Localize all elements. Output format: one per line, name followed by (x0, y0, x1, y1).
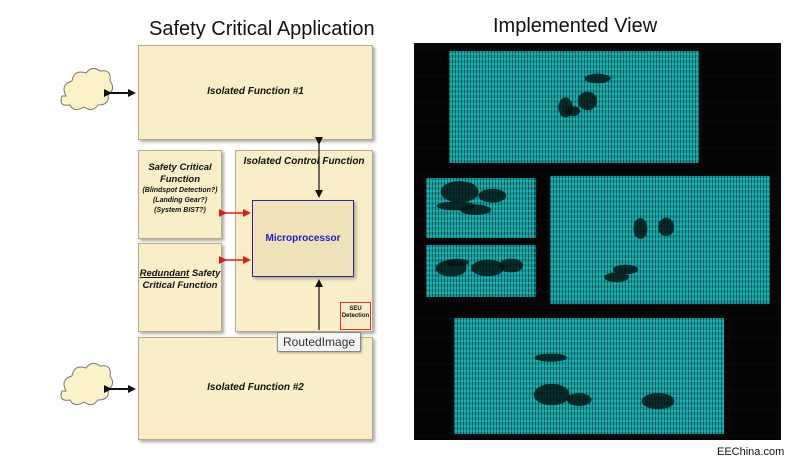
credit-text: EEChina.com (717, 446, 785, 458)
seu-detection-box: SEU Detection (340, 302, 371, 330)
safety-critical-note3: (System BIST?) (154, 207, 206, 214)
routed-image (414, 43, 781, 440)
redundant-line2: Critical Function (142, 280, 218, 291)
seu-line2: Detection (341, 313, 370, 319)
routed-block-1 (449, 51, 699, 163)
routed-block-3 (550, 176, 770, 304)
safety-critical-function-label: Safety Critical Function (Blindspot Dete… (138, 162, 222, 216)
safety-critical-note2: (Landing Gear?) (152, 197, 208, 204)
left-title: Safety Critical Application (149, 18, 375, 40)
isolated-function-2-label: Isolated Function #2 (207, 382, 304, 393)
safety-word: Safety (191, 268, 221, 279)
isolated-control-function-label: Isolated Control Function (243, 156, 365, 167)
routed-block-4 (426, 245, 536, 297)
routed-block-5 (454, 318, 724, 434)
redundant-word: Redundant (139, 268, 190, 279)
cloud-top-shape (60, 67, 114, 111)
safety-critical-title-line1: Safety Critical (148, 162, 212, 173)
isolated-function-2-box (138, 337, 373, 440)
safety-critical-note1: (Blindspot Detection?) (142, 187, 218, 194)
microprocessor-label: Microprocessor (265, 233, 341, 244)
redundant-function-label: Redundant Safety Critical Function (138, 268, 222, 292)
isolated-function-1-label: Isolated Function #1 (207, 86, 304, 97)
safety-critical-title-line2: Function (159, 174, 201, 185)
routed-image-graphic (414, 48, 781, 437)
routed-block-2 (426, 178, 536, 238)
microprocessor-box: Microprocessor (252, 200, 354, 277)
cloud-bottom-shape (60, 362, 114, 406)
routed-image-tooltip: RoutedImage (277, 332, 362, 352)
isolated-function-1-box (138, 45, 373, 140)
safety-critical-function-box (138, 150, 222, 239)
right-title: Implemented View (493, 15, 658, 37)
redundant-function-box (138, 243, 222, 332)
seu-line1: SEU (349, 306, 362, 312)
